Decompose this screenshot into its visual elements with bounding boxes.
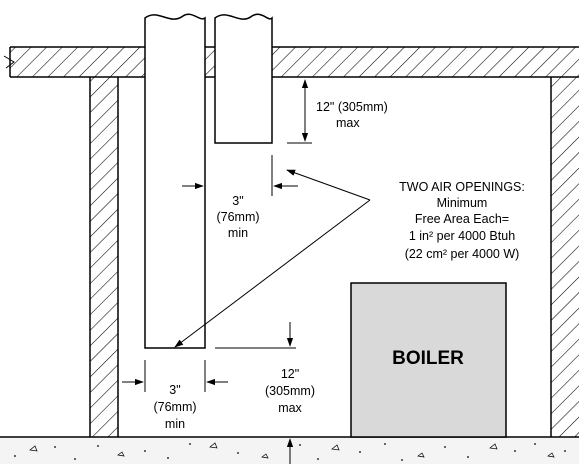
lower-gap-label-line2: (76mm)	[153, 400, 196, 414]
lower-clearance-label-line2: (305mm)	[265, 384, 315, 398]
upper-gap-label-line3: min	[228, 226, 248, 240]
upper-clearance-label-line1: 12" (305mm)	[316, 100, 388, 114]
callout-line4: 1 in² per 4000 Btuh	[409, 229, 515, 243]
air-openings-callout: TWO AIR OPENINGS: Minimum Free Area Each…	[399, 180, 525, 261]
callout-line5: (22 cm² per 4000 W)	[405, 247, 520, 261]
callout-line3: Free Area Each=	[415, 212, 509, 226]
right-wall	[550, 77, 579, 437]
upper-air-duct	[214, 13, 273, 144]
boiler: BOILER	[350, 282, 507, 438]
upper-gap-label-line1: 3"	[232, 194, 243, 208]
callout-leaders	[174, 169, 371, 348]
lower-gap-label-line1: 3"	[169, 383, 180, 397]
upper-gap-label-line2: (76mm)	[216, 210, 259, 224]
lower-clearance-dimension	[215, 322, 296, 464]
lower-clearance-label-line3: max	[278, 401, 302, 415]
callout-line2: Minimum	[437, 196, 488, 210]
lower-gap-label-line3: min	[165, 417, 185, 431]
upper-clearance-label-line2: max	[336, 116, 360, 130]
upper-clearance-dimension	[287, 79, 312, 144]
lower-gap-dimension	[122, 360, 228, 392]
upper-gap-dimension	[182, 155, 298, 196]
lower-air-duct	[144, 13, 206, 349]
lower-clearance-label-line1: 12"	[281, 367, 299, 381]
boiler-label: BOILER	[392, 348, 464, 369]
left-wall	[89, 77, 119, 437]
ceiling	[3, 46, 579, 78]
callout-line1: TWO AIR OPENINGS:	[399, 180, 525, 194]
